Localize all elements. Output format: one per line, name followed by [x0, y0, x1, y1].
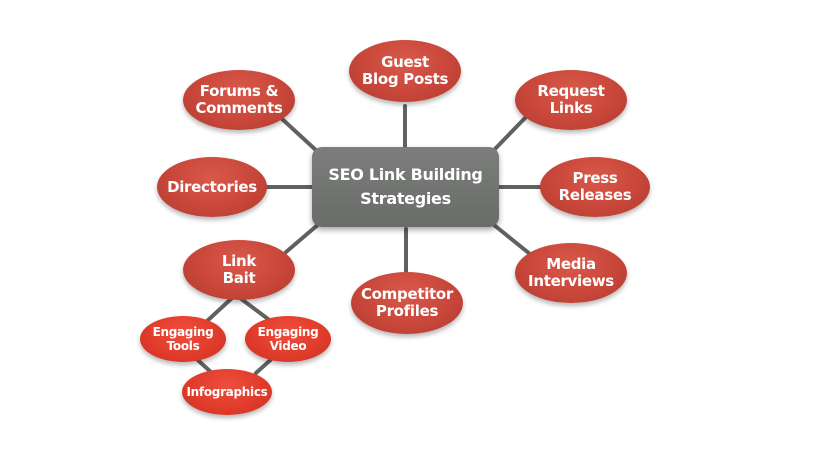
node-request-links: Request Links: [515, 70, 627, 130]
center-node: SEO Link Building Strategies: [312, 147, 499, 227]
node-directories: Directories: [157, 157, 267, 217]
connector-linkbait-tools: [204, 296, 234, 324]
node-media-interviews: Media Interviews: [515, 243, 627, 303]
connector-forums-comments: [279, 116, 320, 154]
node-competitor-profiles: Competitor Profiles: [351, 272, 463, 334]
connector-media-interviews: [492, 223, 532, 256]
node-guest-blog-posts: Guest Blog Posts: [349, 40, 461, 102]
node-engaging-video: Engaging Video: [245, 316, 331, 362]
node-link-bait: Link Bait: [183, 240, 295, 300]
node-press-releases: Press Releases: [540, 157, 650, 217]
node-infographics: Infographics: [182, 369, 272, 415]
connector-link-bait: [284, 221, 322, 254]
node-forums-comments: Forums & Comments: [183, 70, 295, 130]
node-engaging-tools: Engaging Tools: [140, 316, 226, 362]
connector-request-links: [492, 116, 527, 152]
